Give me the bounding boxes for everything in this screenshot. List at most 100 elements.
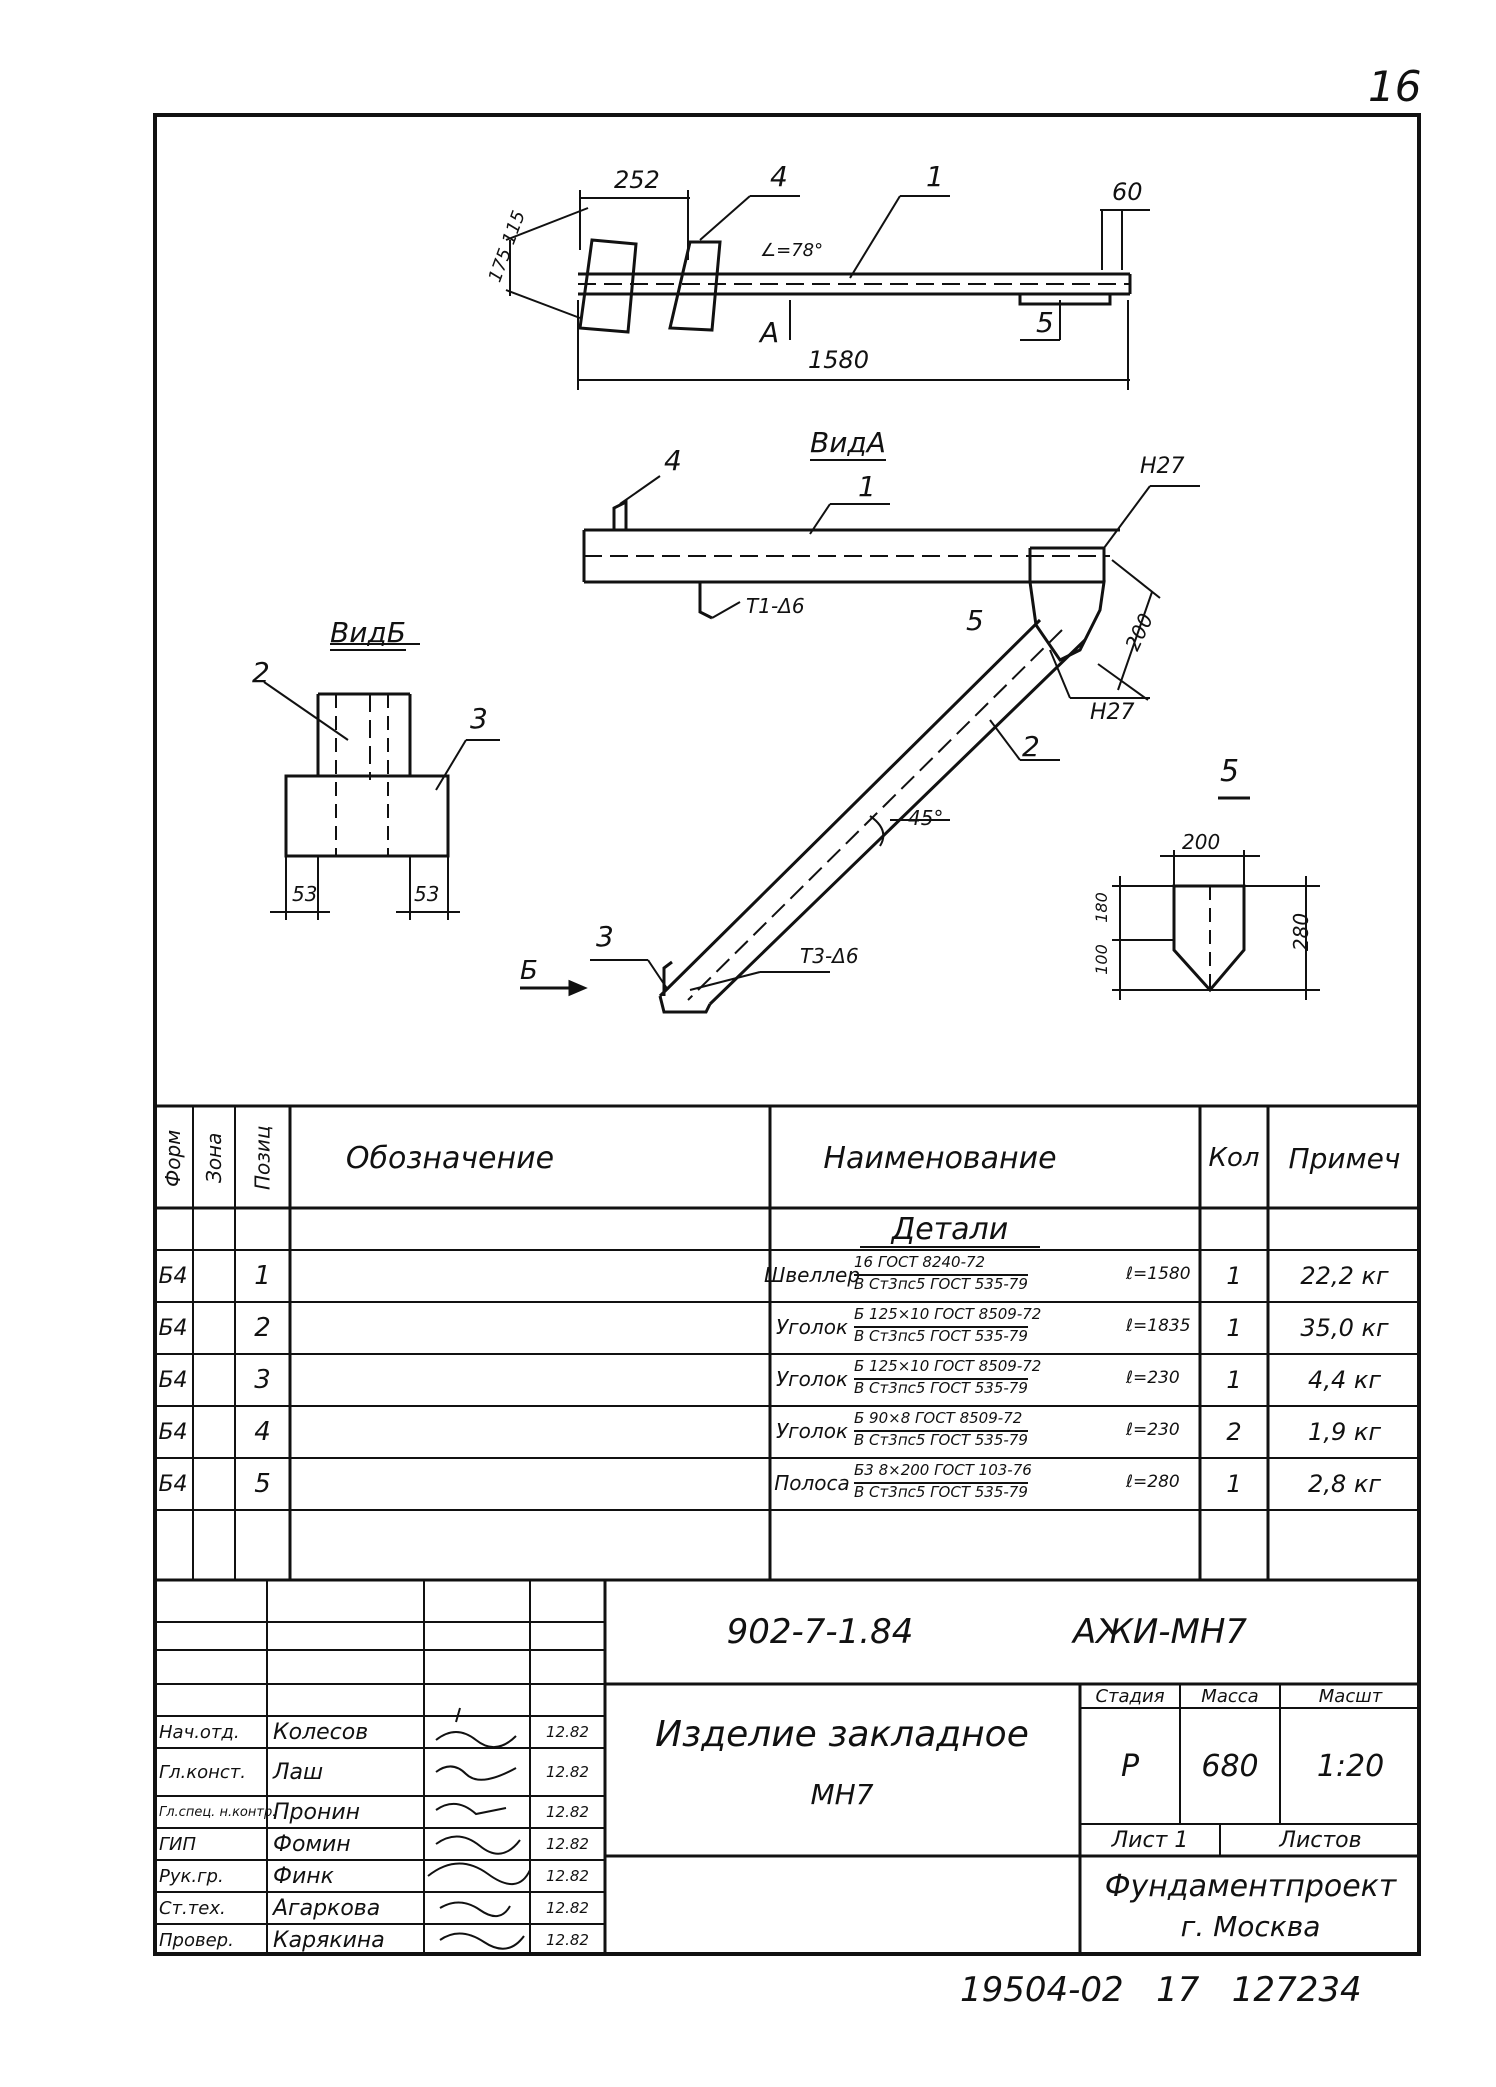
view-b-pos-3: 3 [470, 702, 488, 735]
scale-header: Масшт [1318, 1685, 1383, 1707]
signature-date: 12.82 [546, 1899, 589, 1917]
header-zone: Зона [202, 1132, 226, 1184]
detail-5-dim-200: 200 [1182, 830, 1221, 854]
doc-number: 902-7-1.84 [726, 1612, 914, 1652]
top-pos-4: 4 [770, 160, 788, 193]
mass-header: Масса [1201, 1685, 1259, 1707]
signature-date: 12.82 [546, 1803, 589, 1821]
row-pos: 2 [254, 1313, 271, 1343]
signature-date: 12.82 [546, 1867, 589, 1885]
header-designation: Обозначение [345, 1140, 555, 1176]
detail-5-title: 5 [1220, 754, 1240, 789]
drawing-frame [153, 113, 1421, 1956]
weld-label-3: Т1-Δ6 [746, 594, 805, 618]
row-format: Б4 [158, 1471, 188, 1497]
signature-name: Лаш [273, 1759, 324, 1785]
dim-60: 60 [1112, 178, 1143, 206]
row-note: 22,2 кг [1300, 1262, 1389, 1290]
section-mark-a: A [760, 316, 780, 349]
header-format: Форм [161, 1129, 185, 1187]
title-line-1: Изделие закладное [655, 1713, 1029, 1755]
view-b-dim-right: 53 [414, 882, 440, 906]
row-name-main: Уголок [775, 1315, 849, 1339]
row-note: 4,4 кг [1308, 1366, 1381, 1394]
header-name: Наименование [823, 1140, 1057, 1176]
view-a-pos-2: 2 [1022, 730, 1040, 763]
signature-role: Гл.конст. [159, 1761, 247, 1783]
scale-value: 1:20 [1316, 1748, 1385, 1784]
dim-252: 252 [614, 166, 660, 194]
signature-name: Финк [273, 1863, 334, 1889]
row-name-main: Швеллер [763, 1263, 861, 1287]
signature-role: ГИП [159, 1833, 197, 1855]
angle-45: 45° [908, 806, 944, 830]
header-pos: Позиц [250, 1125, 275, 1191]
signature-scribbles [427, 1707, 531, 1950]
row-note: 1,9 кг [1308, 1418, 1381, 1446]
mass-value: 680 [1201, 1748, 1259, 1784]
row-name-bottom: В Ст3пс5 ГОСТ 535-79 [854, 1482, 1028, 1501]
signature-role: Ст.тех. [159, 1897, 226, 1919]
row-name-bottom: В Ст3пс5 ГОСТ 535-79 [854, 1430, 1028, 1449]
doc-code: АЖИ-МН7 [1072, 1612, 1248, 1652]
row-pos: 5 [254, 1469, 271, 1499]
stage-header: Стадия [1095, 1685, 1165, 1707]
detail-5-dim-100: 100 [1091, 944, 1111, 975]
view-a-pos-4: 4 [664, 444, 682, 477]
signature-date: 12.82 [546, 1763, 589, 1781]
row-pos: 3 [254, 1365, 271, 1395]
row-qty: 2 [1226, 1418, 1242, 1446]
signature-date: 12.82 [546, 1723, 589, 1741]
row-length: ℓ=1835 [1126, 1316, 1191, 1336]
row-length: ℓ=280 [1126, 1472, 1180, 1492]
row-name-bottom: В Ст3пс5 ГОСТ 535-79 [854, 1274, 1028, 1293]
signature-name: Фомин [273, 1831, 351, 1857]
weld-t3: Т3-Δ6 [800, 944, 859, 968]
weld-label-1: Н27 [1140, 454, 1185, 479]
row-name-top: Б 125×10 ГОСТ 8509-72 [854, 1357, 1042, 1375]
dim-1580: 1580 [808, 346, 870, 374]
signature-role: Провер. [159, 1929, 234, 1951]
signature-name: Карякина [273, 1927, 385, 1953]
row-length: ℓ=1580 [1126, 1264, 1191, 1284]
row-qty: 1 [1226, 1314, 1242, 1342]
org-line-2: г. Москва [1180, 1909, 1321, 1943]
view-b-pos-2: 2 [252, 656, 270, 689]
view-a-pos-5: 5 [966, 604, 984, 637]
row-format: Б4 [158, 1315, 188, 1341]
signature-name: Пронин [273, 1799, 361, 1825]
row-name-top: Б3 8×200 ГОСТ 103-76 [854, 1461, 1032, 1479]
row-note: 2,8 кг [1308, 1470, 1381, 1498]
row-name-top: Б 90×8 ГОСТ 8509-72 [854, 1409, 1023, 1427]
arrow-b-label: Б [520, 956, 538, 986]
signature-name: Колесов [273, 1719, 369, 1745]
view-b-title: ВидБ [330, 616, 406, 651]
row-name-bottom: В Ст3пс5 ГОСТ 535-79 [854, 1326, 1028, 1345]
top-pos-5: 5 [1036, 306, 1054, 339]
row-name-top: Б 125×10 ГОСТ 8509-72 [854, 1305, 1042, 1323]
row-format: Б4 [158, 1263, 188, 1289]
row-format: Б4 [158, 1419, 188, 1445]
angle-78: ∠=78° [760, 240, 824, 261]
row-qty: 1 [1226, 1262, 1242, 1290]
weld-label-2: Н27 [1090, 700, 1135, 725]
stage-value: Р [1120, 1748, 1140, 1784]
bottom-pos-3: 3 [596, 920, 614, 953]
row-name-top: 16 ГОСТ 8240-72 [854, 1253, 986, 1271]
title-line-2: МН7 [810, 1777, 874, 1811]
signature-date: 12.82 [546, 1931, 589, 1949]
signature-role: Рук.гр. [159, 1865, 224, 1887]
row-name-main: Уголок [775, 1419, 849, 1443]
org-line-1: Фундаментпроект [1104, 1868, 1397, 1904]
signature-role: Нач.отд. [159, 1721, 240, 1743]
row-length: ℓ=230 [1126, 1368, 1180, 1388]
row-note: 35,0 кг [1300, 1314, 1389, 1342]
row-pos: 4 [254, 1417, 271, 1447]
row-name-main: Полоса [774, 1471, 850, 1495]
view-b-dim-left: 53 [292, 882, 318, 906]
signature-role: Гл.спец. н.контр. [159, 1804, 277, 1820]
signature-name: Агаркова [273, 1895, 381, 1921]
row-pos: 1 [254, 1261, 271, 1291]
row-length: ℓ=230 [1126, 1420, 1180, 1440]
